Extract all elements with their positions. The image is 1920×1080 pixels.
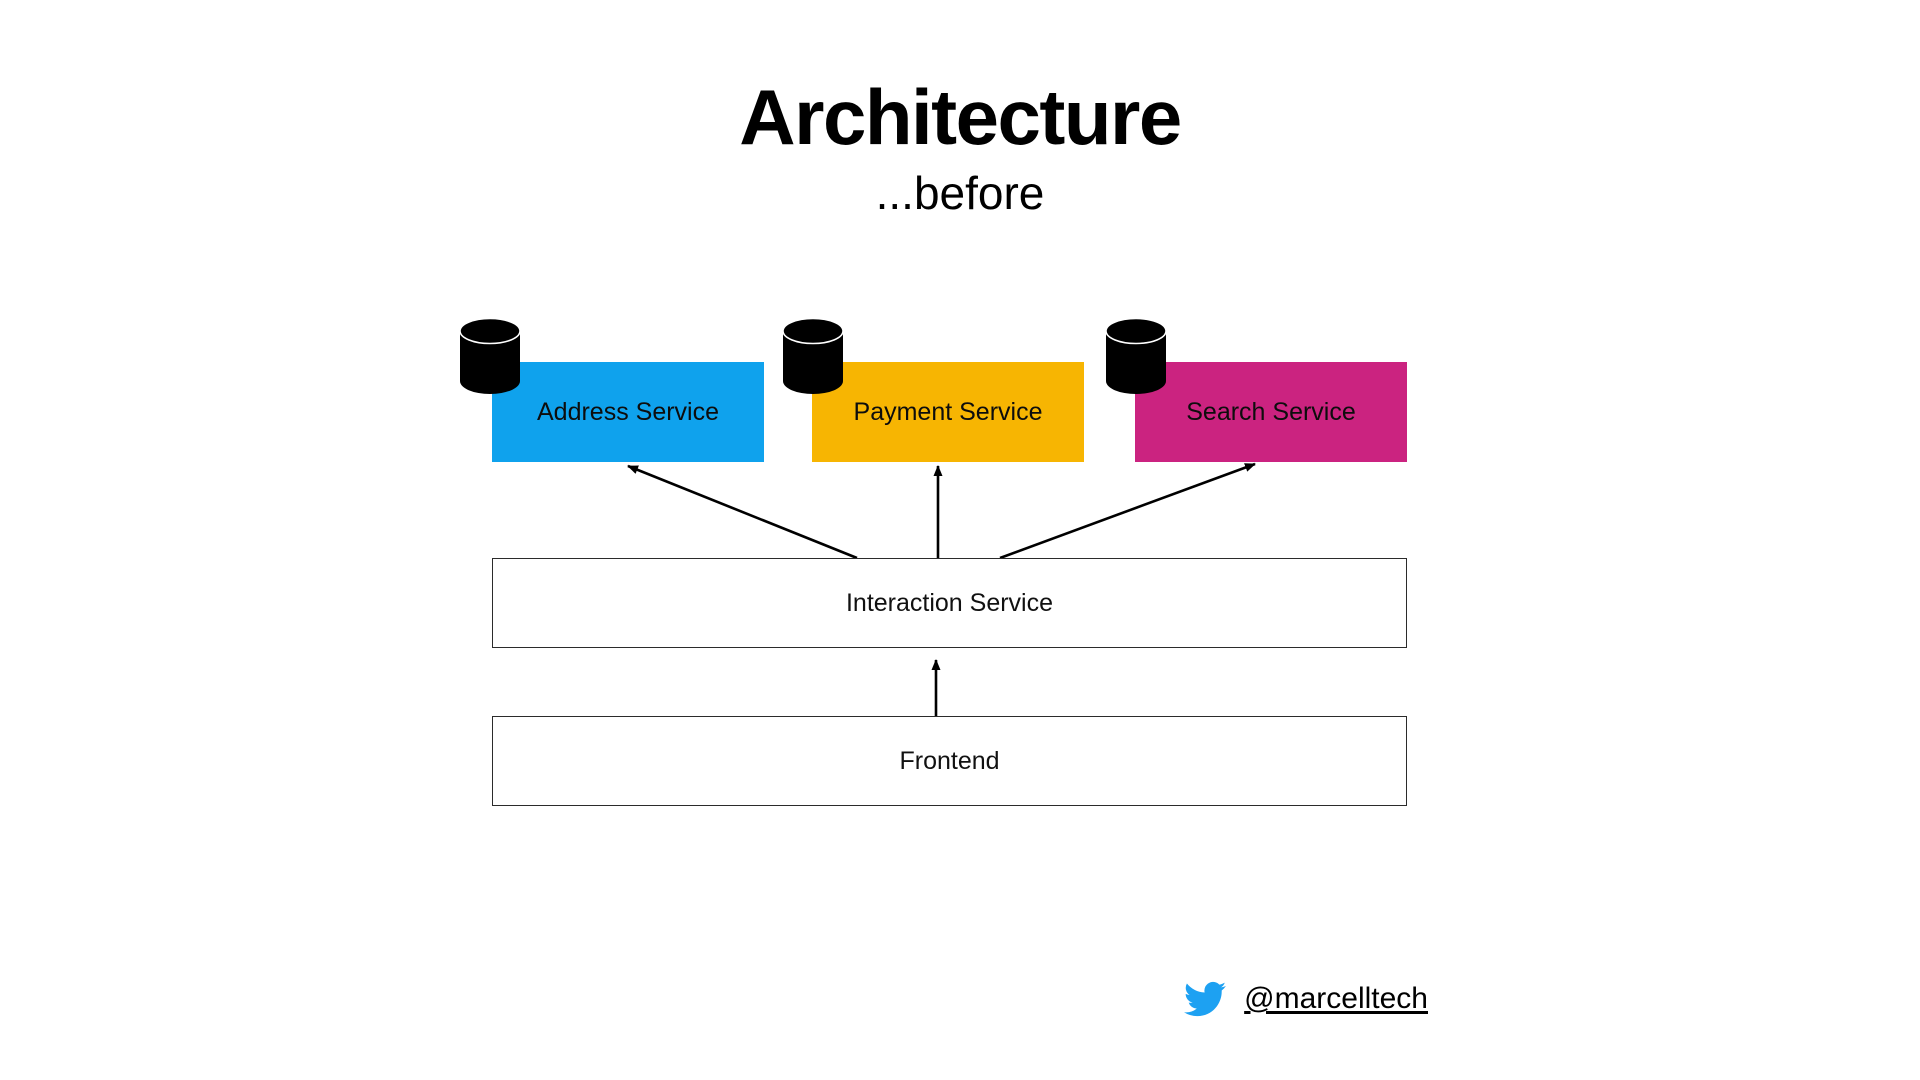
- node-frontend[interactable]: Frontend: [492, 716, 1407, 806]
- page-subtitle: ...before: [875, 166, 1045, 219]
- node-label-address-service: Address Service: [536, 397, 720, 426]
- page-title: Architecture: [739, 73, 1182, 161]
- node-label-interaction-service: Interaction Service: [845, 588, 1054, 617]
- twitter-handle-label[interactable]: @marcelltech: [1244, 982, 1428, 1015]
- node-label-payment-service: Payment Service: [853, 397, 1043, 426]
- edge-interaction-to-search: [999, 462, 1256, 560]
- node-search-service[interactable]: Search Service: [1135, 362, 1407, 462]
- node-label-frontend: Frontend: [899, 746, 1000, 775]
- edge-interaction-to-address: [627, 464, 858, 560]
- node-payment-service[interactable]: Payment Service: [812, 362, 1084, 462]
- twitter-bird-icon: [1184, 981, 1227, 1017]
- node-address-service[interactable]: Address Service: [492, 362, 764, 462]
- node-interaction-service[interactable]: Interaction Service: [492, 558, 1407, 648]
- node-label-search-service: Search Service: [1186, 397, 1356, 426]
- footer-social-handle[interactable]: @marcelltech: [1184, 978, 1428, 1020]
- slide-heading: Architecture ...before: [0, 73, 1920, 219]
